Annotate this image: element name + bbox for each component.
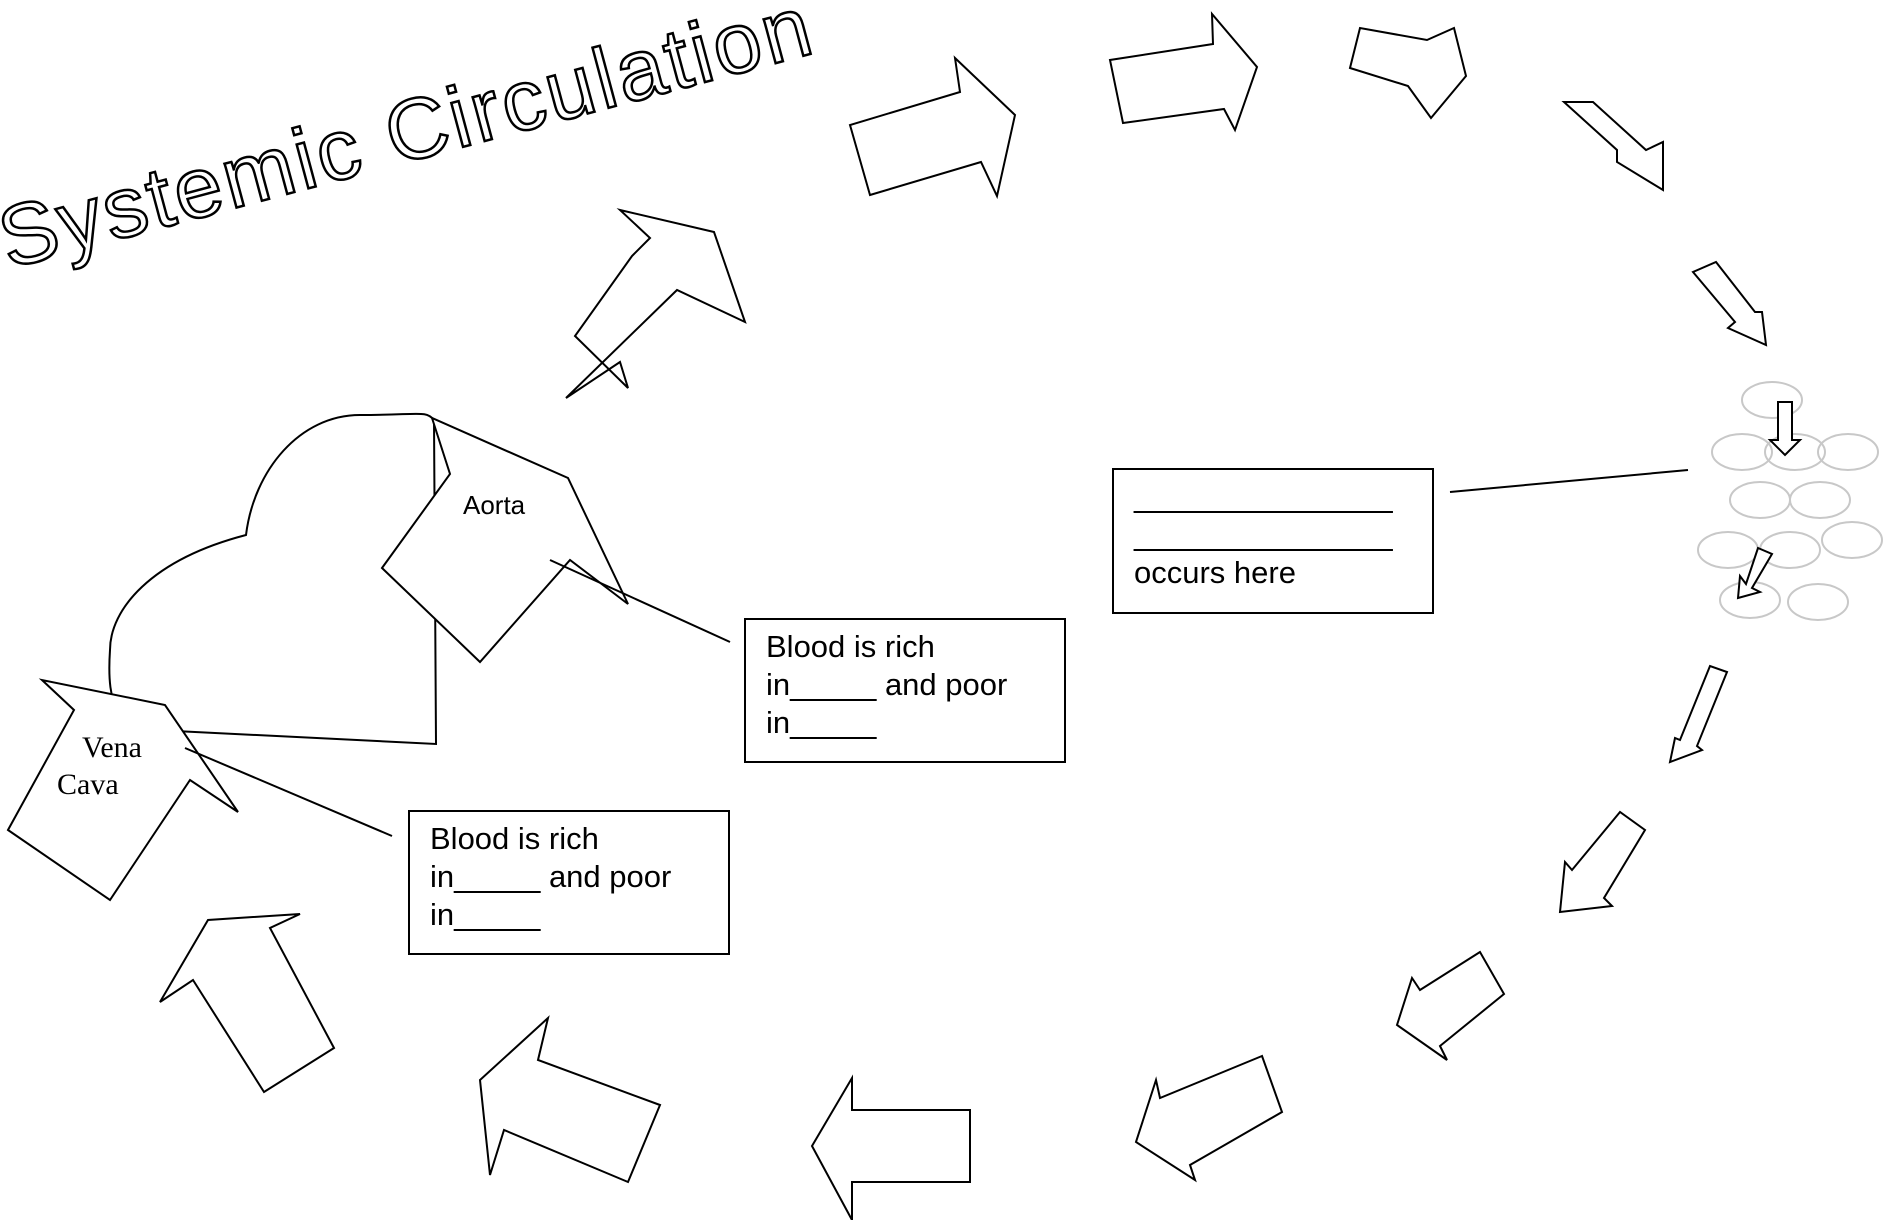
flow-arrow — [1350, 28, 1466, 118]
flow-arrow — [850, 58, 1015, 196]
flow-arrow — [160, 914, 334, 1092]
callout-text: _______________ — [1134, 516, 1412, 554]
flow-arrow — [480, 1018, 660, 1182]
callout-text: in_____ — [766, 704, 1044, 742]
flow-arrow — [1693, 262, 1766, 345]
capillary-arrow — [1770, 402, 1800, 455]
flow-arrow — [1560, 812, 1645, 912]
aorta-label: Aorta — [463, 490, 525, 521]
vena-cava-blood-callout: Blood is rich in_____ and poor in_____ — [408, 810, 730, 955]
heart-outline — [109, 414, 436, 744]
callout-text: in_____ — [430, 896, 708, 934]
callout-text: in_____ and poor — [430, 858, 708, 896]
callout-text: _______________ — [1134, 478, 1412, 516]
vena-cava-label-line2: Cava — [57, 767, 119, 803]
vena-cava-label-line1: Vena — [82, 730, 142, 766]
flow-arrow — [812, 1078, 970, 1220]
callout-text: in_____ and poor — [766, 666, 1044, 704]
leader-line — [550, 560, 730, 642]
flow-arrow — [1670, 666, 1727, 762]
flow-arrow — [1136, 1056, 1282, 1180]
callout-text: Blood is rich — [430, 820, 708, 858]
flow-arrow — [1564, 102, 1663, 190]
callout-text: occurs here — [1134, 554, 1412, 592]
aorta-blood-callout: Blood is rich in_____ and poor in_____ — [744, 618, 1066, 763]
capillary-exchange-callout: _______________ _______________ occurs h… — [1112, 468, 1434, 614]
capillary-arrow — [1738, 548, 1772, 598]
flow-arrow — [1397, 952, 1504, 1060]
flow-arrow — [1110, 14, 1257, 130]
callout-text: Blood is rich — [766, 628, 1044, 666]
flow-arrow — [566, 210, 745, 398]
leader-line — [1450, 470, 1688, 492]
